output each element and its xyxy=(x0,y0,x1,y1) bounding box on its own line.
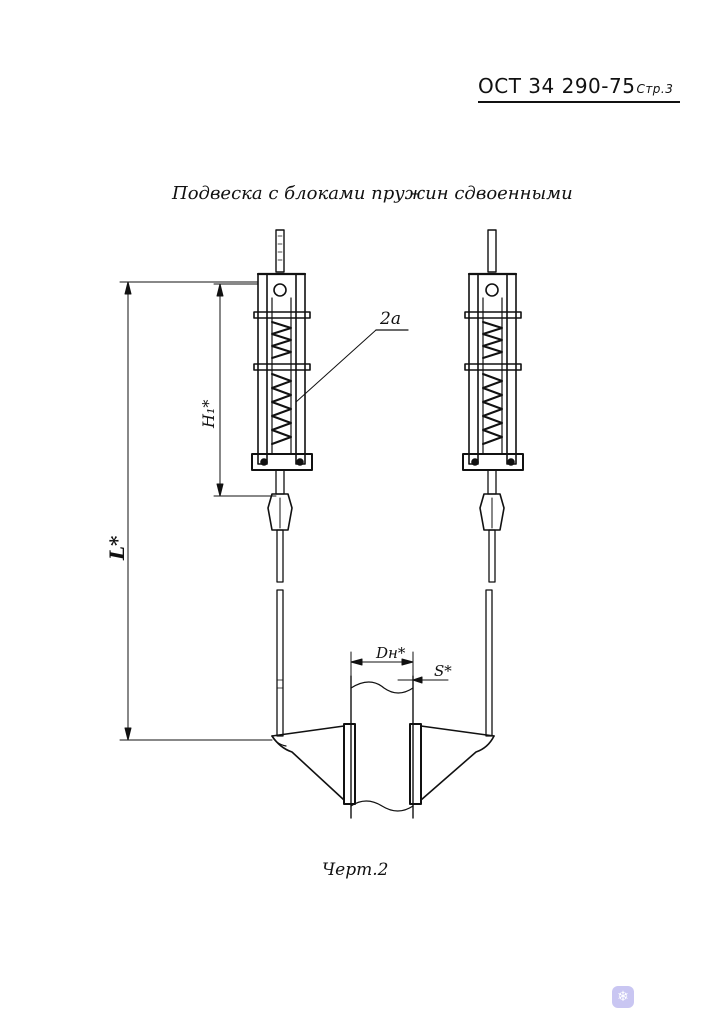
left-top-rod xyxy=(275,229,285,273)
yoke-arm-right-upper xyxy=(420,725,495,737)
left-hanger xyxy=(251,229,313,737)
dim-h1-label: H₁* xyxy=(199,400,218,429)
clamp-shell-right xyxy=(409,723,422,805)
doc-number-text: ОСТ 34 290-75 xyxy=(478,74,636,98)
pipe-clamp xyxy=(271,675,495,819)
right-top-eye xyxy=(485,283,499,297)
right-top-rod xyxy=(487,229,497,273)
right-cross-plate-2 xyxy=(464,363,522,371)
left-rod-segment-1 xyxy=(276,529,284,583)
right-frame-plate-left xyxy=(468,273,479,465)
right-rod-segment-1 xyxy=(488,529,496,583)
header-underline xyxy=(478,101,680,103)
right-frame-plate-right xyxy=(506,273,517,465)
dim-dn-label: Dн* xyxy=(375,644,406,662)
callout-leader xyxy=(295,329,377,403)
left-rod-segment-2 xyxy=(276,589,284,737)
left-clevis xyxy=(267,493,293,531)
left-top-eye xyxy=(273,283,287,297)
drawing-title: Подвеска с блоками пружин сдвоенными xyxy=(172,183,573,204)
left-frame-plate-left xyxy=(257,273,268,465)
yoke-arm-right-lower xyxy=(420,735,495,801)
right-cross-plate-1 xyxy=(464,311,522,319)
callout-2a-label: 2а xyxy=(379,309,401,329)
yoke-arm-left-upper xyxy=(271,725,345,737)
left-spring-upper xyxy=(271,321,292,359)
right-rod-segment-2 xyxy=(485,589,493,737)
dimensions xyxy=(119,281,449,741)
left-cross-plate-1 xyxy=(253,311,311,319)
left-spring-lower xyxy=(271,373,292,445)
document-number: ОСТ 34 290-75Стр.3 xyxy=(478,74,673,98)
page-number: Стр.3 xyxy=(636,82,674,96)
right-spring-upper xyxy=(482,321,503,359)
right-hanger xyxy=(462,229,524,737)
dim-l-label: L* xyxy=(105,535,129,561)
left-cross-plate-2 xyxy=(253,363,311,371)
right-clevis xyxy=(479,493,505,531)
left-frame-plate-right xyxy=(295,273,306,465)
dim-s-label: S* xyxy=(434,662,452,680)
snowflake-icon[interactable]: ❄ xyxy=(612,986,634,1008)
right-spring-lower xyxy=(482,373,503,445)
figure-caption: Черт.2 xyxy=(322,860,389,880)
clamp-shell-left xyxy=(343,723,356,805)
